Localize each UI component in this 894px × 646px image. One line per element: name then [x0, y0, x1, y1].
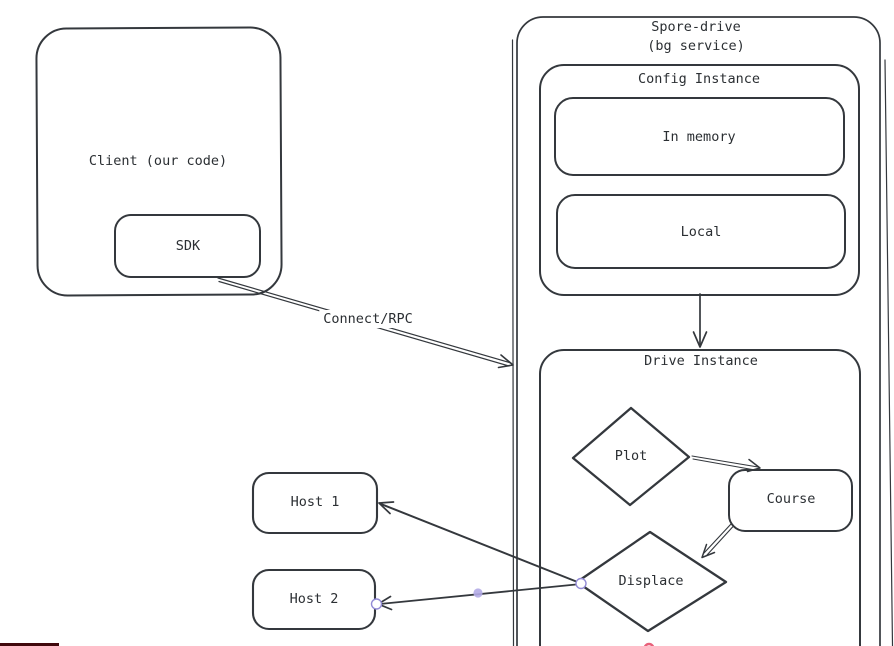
plot-to-course-arrow[interactable] — [691, 455, 761, 473]
plot-diamond[interactable] — [571, 406, 691, 507]
in-memory-label: In memory — [662, 129, 736, 145]
sdk-box[interactable] — [114, 214, 261, 278]
line-midpoint-handle[interactable] — [473, 588, 483, 598]
local-box[interactable] — [556, 194, 846, 269]
config-instance-label: Config Instance — [638, 71, 760, 87]
displace-diamond[interactable] — [575, 530, 728, 633]
displace-to-host1-arrow[interactable] — [378, 501, 581, 584]
host2-label: Host 2 — [289, 591, 339, 607]
host1-box[interactable] — [251, 471, 379, 535]
sdk-box-label: SDK — [175, 238, 201, 254]
spore-drive-box[interactable] — [516, 16, 881, 646]
spore-drive-title-line2: (bg service) — [647, 38, 745, 54]
local-label: Local — [680, 224, 722, 240]
connect-rpc-label: Connect/RPC — [319, 310, 417, 328]
client-box[interactable] — [35, 26, 283, 297]
config-instance-box[interactable] — [539, 64, 860, 296]
plot-label: Plot — [614, 448, 648, 464]
line-endpoint-handle[interactable] — [575, 577, 587, 590]
client-box-label: Client (our code) — [88, 153, 228, 169]
drive-instance-label: Drive Instance — [644, 353, 758, 369]
displace-label: Displace — [618, 573, 684, 589]
spore-drive-box-double-stroke-right — [884, 59, 894, 646]
course-label: Course — [766, 491, 816, 507]
config-to-drive-arrow[interactable] — [692, 293, 708, 348]
bottom-left-progress-bar-fragment — [0, 643, 59, 646]
spore-drive-box-double-stroke-left — [511, 39, 515, 646]
line-endpoint-handle[interactable] — [370, 598, 383, 610]
host1-label: Host 1 — [290, 494, 340, 510]
spore-drive-title: Spore-drive (bg service) — [647, 18, 745, 56]
course-to-displace-arrow[interactable] — [701, 523, 735, 559]
drive-instance-box[interactable] — [539, 349, 861, 646]
course-box[interactable] — [728, 469, 853, 532]
in-memory-box[interactable] — [554, 97, 845, 176]
spore-drive-title-line1: Spore-drive — [651, 19, 741, 35]
